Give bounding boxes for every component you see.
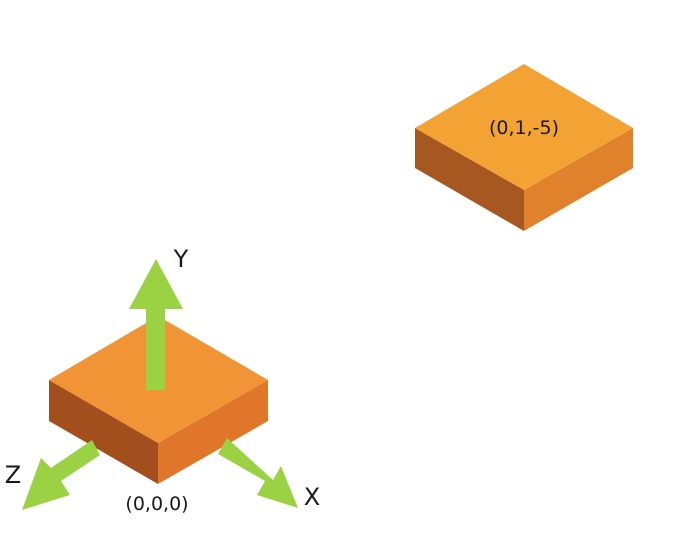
axes xyxy=(22,259,298,510)
target-block-right-face xyxy=(524,128,633,231)
y-axis-label: Y xyxy=(173,245,189,273)
x-axis-arrow xyxy=(218,438,298,508)
x-axis-label: X xyxy=(304,483,320,511)
target-block-coordinate-label: (0,1,-5) xyxy=(489,117,559,139)
origin-block-left-face xyxy=(49,380,158,484)
target-block-left-face xyxy=(415,128,524,231)
origin-block-right-face xyxy=(158,380,268,484)
origin-block-coordinate-label: (0,0,0) xyxy=(125,493,188,515)
target-block: (0,1,-5) xyxy=(415,64,633,231)
z-axis-arrow xyxy=(22,440,100,510)
y-axis-arrow xyxy=(129,259,183,390)
z-axis-label: Z xyxy=(5,461,21,489)
target-block-top-face xyxy=(415,64,633,190)
